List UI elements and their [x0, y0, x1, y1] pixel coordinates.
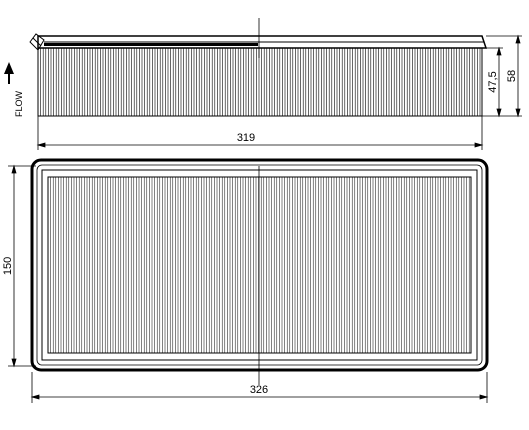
top-height-dimension: [8, 164, 36, 368]
pleat-area: [47, 176, 472, 354]
frame-corner-detail: [29, 33, 45, 51]
pleat-body: [37, 47, 483, 117]
flow-arrow-icon: [4, 62, 14, 84]
side-view: [29, 18, 488, 117]
gasket-inner-edge: [36, 164, 483, 366]
flow-indicator: FLOW: [4, 62, 24, 117]
top-view: [30, 158, 489, 385]
frame-border: [41, 169, 478, 361]
outer-gasket: [30, 158, 489, 372]
dim-outer-height-label: 58: [506, 70, 518, 82]
top-view-pleats: [50, 177, 470, 353]
side-view-pleats: [40, 48, 481, 116]
top-width-dimension: [30, 372, 489, 403]
dim-top-width-label: 326: [250, 384, 268, 396]
dim-inner-height-label: 47,5: [487, 71, 499, 92]
side-width-dimension: [36, 116, 484, 150]
side-height-dimensions: [482, 34, 522, 118]
flow-label: FLOW: [14, 90, 24, 117]
dim-top-height-label: 150: [2, 257, 14, 275]
dim-side-width-label: 319: [237, 132, 255, 144]
